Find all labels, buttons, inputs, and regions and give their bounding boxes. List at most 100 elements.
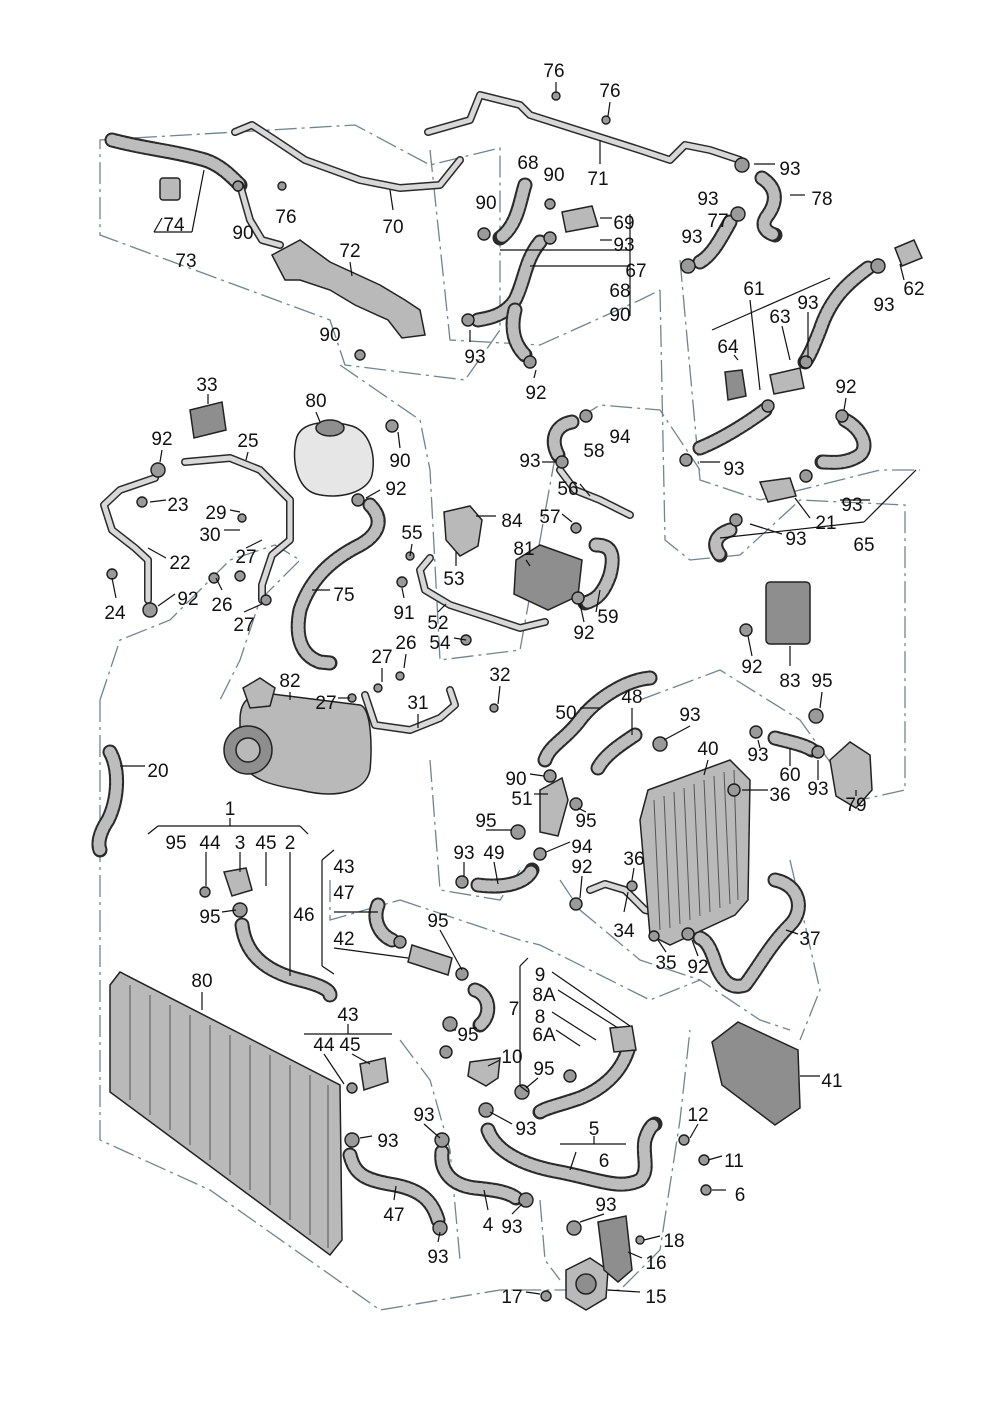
callout-label: 50 (555, 703, 576, 724)
callout-label: 78 (811, 189, 832, 210)
callout-label: 92 (177, 589, 198, 610)
callout-label: 69 (613, 213, 634, 234)
callout-label: 58 (583, 441, 604, 462)
callout-label: 35 (655, 953, 676, 974)
callout-label: 65 (853, 535, 874, 556)
callout-label: 7 (509, 999, 520, 1020)
callout-label: 93 (613, 235, 634, 256)
callout-label: 31 (407, 693, 428, 714)
callout-label: 93 (747, 745, 768, 766)
callout-label: 64 (717, 337, 739, 358)
callout-label: 4 (483, 1215, 494, 1236)
callout-label: 6 (735, 1185, 746, 1206)
callout-label: 68 (609, 281, 630, 302)
callout-label: 25 (237, 431, 258, 452)
callout-label: 93 (723, 459, 744, 480)
callout-label: 93 (501, 1217, 522, 1238)
callout-label: 92 (151, 429, 172, 450)
callout-label: 82 (279, 671, 300, 692)
fasteners (106, 91, 886, 1302)
callout-label: 95 (457, 1025, 478, 1046)
callout-label: 23 (167, 495, 188, 516)
callout-label: 46 (293, 905, 314, 926)
radiator-fins (129, 985, 329, 1248)
callout-label: 93 (595, 1195, 616, 1216)
callout-label: 34 (613, 921, 635, 942)
callout-label: 36 (769, 785, 790, 806)
callout-label: 95 (165, 833, 186, 854)
callout-label: 41 (821, 1071, 842, 1092)
callout-label: 84 (501, 511, 523, 532)
callout-label: 90 (505, 769, 526, 790)
intercooler-fins (653, 769, 739, 931)
callout-label: 90 (475, 193, 496, 214)
callout-label: 95 (533, 1059, 554, 1080)
callout-label: 6A (532, 1025, 556, 1046)
callout-label: 24 (104, 603, 126, 624)
callout-label: 63 (769, 307, 790, 328)
callout-label: 83 (779, 671, 800, 692)
callout-label: 49 (483, 843, 504, 864)
callout-label: 95 (199, 907, 220, 928)
callout-label: 95 (575, 811, 596, 832)
callout-label: 93 (785, 529, 806, 550)
callout-label: 53 (443, 569, 464, 590)
callout-label: 92 (525, 383, 546, 404)
callout-label: 48 (621, 687, 642, 708)
callout-label: 93 (413, 1105, 434, 1126)
callout-label: 20 (147, 761, 168, 782)
callout-label: 17 (501, 1287, 522, 1308)
callout-label: 6 (599, 1151, 610, 1172)
hoses (91, 91, 876, 1228)
callout-label: 10 (501, 1047, 522, 1068)
callout-label: 16 (645, 1253, 666, 1274)
callout-label: 93 (464, 347, 485, 368)
callout-label: 45 (255, 833, 276, 854)
callout-label: 2 (285, 833, 296, 854)
callout-label: 92 (571, 857, 592, 878)
callout-label: 74 (163, 215, 185, 236)
callout-label: 43 (337, 1005, 358, 1026)
callout-label: 92 (687, 957, 708, 978)
callout-label: 30 (199, 525, 220, 546)
callout-label: 93 (453, 843, 474, 864)
callout-label: 62 (903, 279, 924, 300)
callout-label: 94 (609, 427, 631, 448)
callout-label: 55 (401, 523, 422, 544)
callout-label: 47 (383, 1205, 404, 1226)
callout-label: 93 (807, 779, 828, 800)
callout-label: 43 (333, 857, 354, 878)
callout-label: 59 (597, 607, 618, 628)
callout-label: 90 (232, 223, 253, 244)
callout-label: 80 (305, 391, 326, 412)
callout-label: 9 (535, 965, 546, 986)
callout-label: 93 (515, 1119, 536, 1140)
callout-label: 29 (205, 503, 226, 524)
callout-label: 68 (517, 153, 538, 174)
callout-label: 93 (841, 495, 862, 516)
callout-label: 5 (589, 1119, 600, 1140)
callout-label: 44 (199, 833, 221, 854)
callout-label: 18 (663, 1231, 684, 1252)
callout-label: 95 (427, 911, 448, 932)
callout-label: 70 (382, 217, 403, 238)
callout-label: 94 (571, 837, 593, 858)
callout-label: 71 (587, 169, 608, 190)
callout-label: 93 (873, 295, 894, 316)
callout-label: 51 (511, 789, 532, 810)
callout-label: 92 (573, 623, 594, 644)
components (109, 177, 924, 1311)
callout-label: 90 (609, 305, 630, 326)
callout-label: 93 (377, 1131, 398, 1152)
callout-label: 76 (543, 61, 564, 82)
callout-label: 95 (811, 671, 832, 692)
callout-label: 77 (707, 211, 728, 232)
callout-label: 8A (532, 985, 556, 1006)
callout-label: 15 (645, 1287, 666, 1308)
callout-label: 93 (697, 189, 718, 210)
callout-label: 72 (339, 241, 360, 262)
callout-label: 54 (429, 633, 451, 654)
callout-label: 8 (535, 1007, 546, 1028)
